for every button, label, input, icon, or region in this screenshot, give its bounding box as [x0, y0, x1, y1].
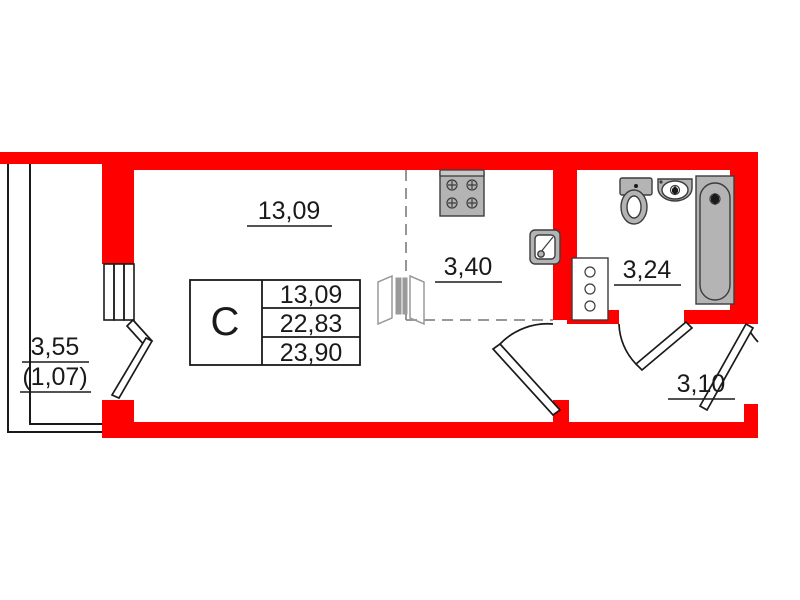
area-label-hallway: 3,10 [668, 370, 735, 400]
summary-table-value-total-with-balcony: 23,90 [280, 339, 343, 367]
summary-table: C 13,09 22,83 23,90 [189, 279, 361, 367]
area-value-balcony-reduced: (1,07) [22, 363, 87, 391]
area-label-bathroom: 3,24 [614, 256, 681, 286]
toilet-icon [619, 177, 653, 225]
riser-shaft-icon [571, 257, 609, 321]
summary-table-type-letter: C [211, 300, 240, 344]
summary-table-value-total: 22,83 [280, 310, 343, 338]
area-value-living-room: 13,09 [258, 197, 321, 225]
kitchen-niche-boundary [405, 170, 553, 321]
summary-table-value-living: 13,09 [280, 281, 343, 309]
area-value-bathroom: 3,24 [623, 256, 672, 284]
area-label-living-room: 13,09 [247, 197, 332, 227]
apartment-entry-door[interactable] [698, 322, 759, 412]
hallway-to-living-door[interactable] [491, 322, 562, 417]
area-value-hallway: 3,10 [677, 370, 726, 398]
area-label-balcony: 3,55 (1,07) [20, 333, 91, 393]
bathtub-icon [695, 175, 735, 305]
balcony-window-door[interactable] [103, 263, 154, 400]
kitchen-sink-icon [529, 229, 561, 265]
washbasin-icon [657, 178, 693, 202]
area-value-kitchen-niche: 3,40 [444, 253, 493, 281]
living-room-sliding-door[interactable] [377, 274, 425, 326]
area-value-balcony: 3,55 [31, 333, 80, 361]
area-label-kitchen-niche: 3,40 [435, 253, 502, 283]
hallway-to-bathroom-door[interactable] [618, 320, 694, 372]
cooktop-stove-icon [439, 169, 485, 217]
